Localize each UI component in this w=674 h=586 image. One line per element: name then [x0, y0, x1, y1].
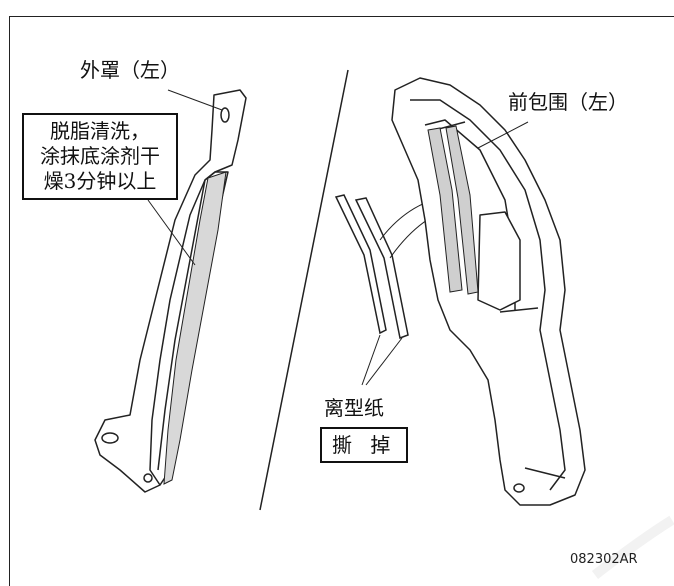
- degrease-area: [163, 171, 227, 485]
- front-bumper-label: 前包围（左）: [508, 90, 628, 114]
- instruction-line-2: 涂抹底涂剂干: [40, 144, 160, 168]
- remove-box: 撕 掉: [320, 427, 409, 463]
- release-paper-strips: [334, 194, 409, 340]
- release-paper-label: 离型纸: [324, 396, 384, 420]
- instruction-line-3: 燥3分钟以上: [43, 169, 157, 193]
- adhesive-strip: [427, 127, 463, 293]
- instruction-box: 脱脂清洗， 涂抹底涂剂干 燥3分钟以上: [22, 113, 178, 200]
- adhesive-strip-2: [445, 125, 479, 295]
- outer-cover-label: 外罩（左）: [80, 58, 180, 82]
- divider-line: [259, 69, 349, 511]
- figure-code: 082302AR: [570, 552, 638, 567]
- instruction-line-1: 脱脂清洗，: [50, 119, 150, 143]
- figure-frame: [9, 16, 674, 586]
